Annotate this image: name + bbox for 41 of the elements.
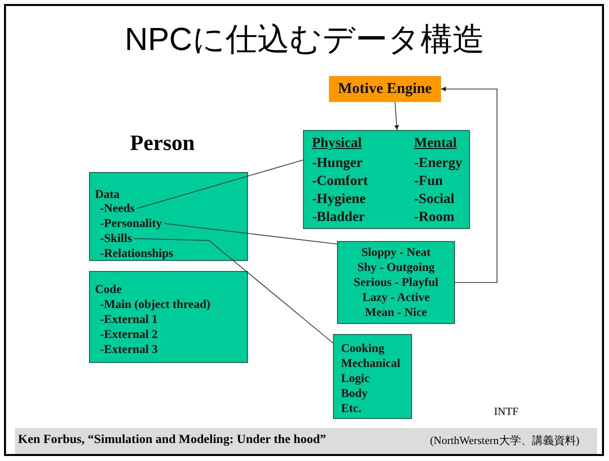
list-item: Sloppy - Neat	[360, 245, 432, 260]
list-item: Body	[341, 386, 368, 401]
data-box	[303, 130, 470, 229]
connector-line	[136, 160, 304, 209]
section-heading: Person	[130, 130, 195, 156]
list-item: Cooking	[341, 341, 384, 356]
list-item: Mechanical	[341, 356, 400, 371]
list-item: -Needs	[100, 201, 135, 216]
data-box	[337, 241, 455, 324]
data-box	[89, 172, 248, 261]
list-item: Motive Engine	[338, 82, 432, 97]
column-heading: Physical	[312, 136, 362, 151]
list-item: Code	[95, 282, 122, 297]
list-item: -Energy -Fun -Social -Room	[414, 155, 462, 227]
list-item: Etc.	[341, 401, 362, 416]
list-item: -Main (object thread)	[100, 297, 210, 312]
engine-box	[329, 76, 441, 102]
list-item: -Hunger -Comfort -Hygiene -Bladder	[312, 155, 368, 227]
list-item: Shy - Outgoing	[356, 260, 436, 275]
data-box	[333, 334, 412, 419]
list-item: Data	[95, 187, 120, 202]
list-item: -External 3	[100, 342, 158, 357]
note: INTF	[494, 406, 518, 418]
connector-line	[164, 223, 338, 244]
citation-source: (NorthWerstern大学、講義資料)	[430, 434, 580, 448]
list-item: Logic	[341, 371, 370, 386]
list-item: Mean - Nice	[364, 305, 428, 320]
list-item: -Skills	[100, 231, 132, 246]
arrow	[440, 86, 498, 283]
data-box	[89, 271, 248, 363]
list-item: Lazy - Active	[361, 290, 431, 305]
title: NPCに仕込むデータ構造	[124, 20, 486, 59]
list-item: -External 2	[100, 327, 158, 342]
column-heading: Mental	[414, 136, 457, 151]
connector-line	[134, 238, 334, 344]
citation: Ken Forbus, “Simulation and Modeling: Under the hood”	[18, 432, 326, 447]
list-item: -External 1	[100, 312, 158, 327]
list-item: -Personality	[100, 216, 162, 231]
list-item: -Relationships	[100, 246, 174, 261]
arrow	[394, 102, 400, 130]
list-item: Serious - Playful	[352, 275, 440, 290]
